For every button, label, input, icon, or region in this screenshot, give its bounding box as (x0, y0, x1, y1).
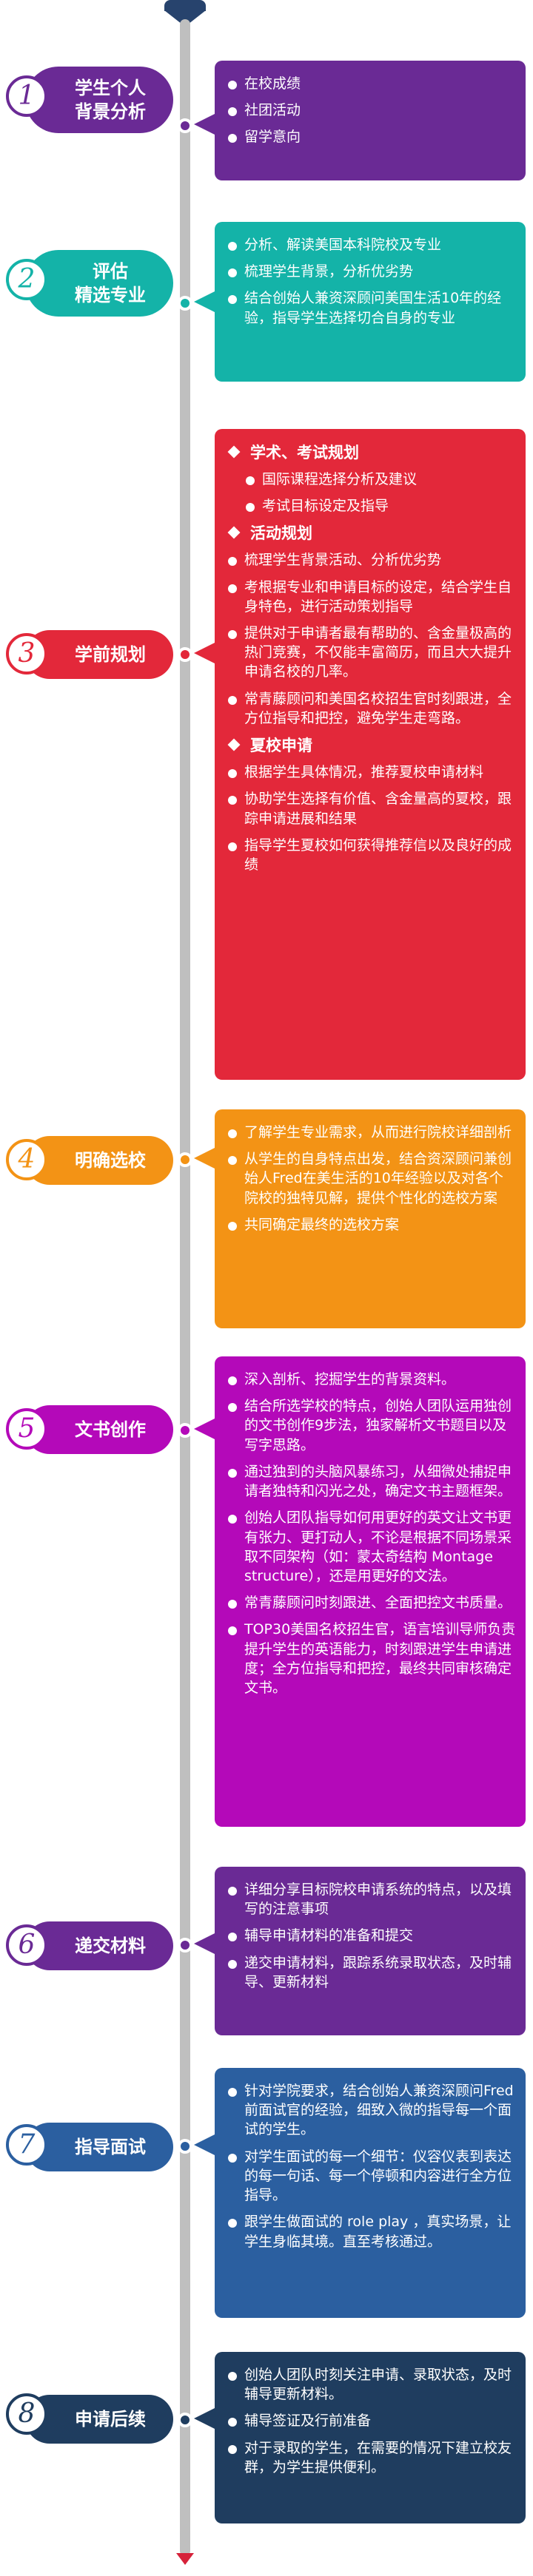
list-item: 辅导签证及行前准备 (225, 2411, 517, 2430)
card-pointer (194, 291, 215, 312)
step-content-card: 了解学生专业需求，从而进行院校详细剖析 从学生的自身特点出发，结合资深顾问兼创始… (215, 1109, 526, 1328)
step-title: 评估 精选专业 (25, 250, 173, 317)
list-item: 结合创始人兼资深顾问美国生活10年的经验，指导学生选择切合自身的专业 (225, 288, 517, 327)
list-item: 国际课程选择分析及建议 (225, 470, 517, 489)
card-pointer (194, 1933, 215, 1954)
step-number-badge: 7 (6, 2124, 47, 2166)
list-item: 辅导申请材料的准备和提交 (225, 1926, 517, 1945)
step-content-card: 深入剖析、挖掘学生的背景资料。 结合所选学校的特点，创始人团队运用独创的文书创作… (215, 1356, 526, 1827)
list-item: 从学生的自身特点出发，结合资深顾问兼创始人Fred在美生活的10年经验以及对各个… (225, 1149, 517, 1208)
diamond-icon (227, 445, 241, 459)
list-item: 协助学生选择有价值、含金量高的夏校，跟踪申请进展和结果 (225, 789, 517, 828)
diamond-icon (227, 738, 241, 751)
list-item: 详细分享目标院校申请系统的特点，以及填写的注意事项 (225, 1880, 517, 1919)
step-content-card: 针对学院要求，结合创始人兼资深顾问Fred前面试官的经验，细致入微的指导每一个面… (215, 2068, 526, 2318)
list-item: 通过独到的头脑风暴练习，从细微处捕捉申请者独特和闪光之处，确定文书主题框架。 (225, 1462, 517, 1501)
timeline-dot (178, 1938, 192, 1953)
list-item: 社团活动 (225, 101, 517, 120)
list-item: 梳理学生背景，分析优劣势 (225, 262, 517, 281)
list-item: 提供对于申请者最有帮助的、含金量极高的热门竞赛，不仅能丰富简历，而且大大提升申请… (225, 623, 517, 682)
card-pointer (194, 643, 215, 663)
step-number-badge: 2 (6, 259, 47, 300)
list-item: 对学生面试的每一个细节：仪容仪表到表达的每一句话、每一个停顿和内容进行全方位指导… (225, 2147, 517, 2205)
section-heading: 夏校申请 (225, 735, 517, 757)
list-item: 对于录取的学生，在需要的情况下建立校友群，为学生提供便利。 (225, 2438, 517, 2477)
list-item: 考试目标设定及指导 (225, 496, 517, 515)
diamond-icon (227, 526, 241, 539)
timeline-dot (178, 2413, 192, 2427)
list-item: 指导学生夏校如何获得推荐信以及良好的成绩 (225, 836, 517, 874)
timeline-dot (178, 1152, 192, 1167)
list-item: 递交申请材料，跟踪系统录取状态，及时辅导、更新材料 (225, 1953, 517, 1992)
section-heading: 学术、考试规划 (225, 442, 517, 464)
list-item: 创始人团队指导如何用更好的英文让文书更有张力、更打动人，不论是根据不同场景采取不… (225, 1508, 517, 1586)
step-title: 学前规划 (25, 630, 173, 679)
list-item: 梳理学生背景活动、分析优劣势 (225, 550, 517, 569)
step-title: 明确选校 (25, 1136, 173, 1185)
card-pointer (194, 1148, 215, 1169)
timeline-top-cap (164, 0, 206, 11)
card-pointer (194, 2408, 215, 2429)
timeline-dot (178, 1423, 192, 1438)
step-number-badge: 1 (6, 75, 47, 117)
timeline-top-arrow (164, 10, 206, 27)
list-item: 针对学院要求，结合创始人兼资深顾问Fred前面试官的经验，细致入微的指导每一个面… (225, 2081, 517, 2140)
step-number-badge: 8 (6, 2393, 47, 2435)
card-pointer (194, 2134, 215, 2155)
list-item: TOP30美国名校招生官，语言培训导师负责提升学生的英语能力，时刻跟进学生申请进… (225, 1620, 517, 1697)
step-content-card: 分析、解读美国本科院校及专业 梳理学生背景，分析优劣势 结合创始人兼资深顾问美国… (215, 222, 526, 382)
card-pointer (194, 114, 215, 135)
step-content-card: 详细分享目标院校申请系统的特点，以及填写的注意事项 辅导申请材料的准备和提交 递… (215, 1867, 526, 2035)
step-content-card: 创始人团队时刻关注申请、录取状态，及时辅导更新材料。 辅导签证及行前准备 对于录… (215, 2352, 526, 2523)
step-title: 递交材料 (25, 1921, 173, 1970)
list-item: 根据学生具体情况，推荐夏校申请材料 (225, 763, 517, 782)
step-content-card: 在校成绩 社团活动 留学意向 (215, 61, 526, 180)
step-title: 学生个人 背景分析 (25, 67, 173, 133)
list-item: 共同确定最终的选校方案 (225, 1215, 517, 1234)
timeline-line (180, 19, 190, 2556)
list-item: 创始人团队时刻关注申请、录取状态，及时辅导更新材料。 (225, 2365, 517, 2404)
list-item: 常青藤顾问时刻跟进、全面把控文书质量。 (225, 1593, 517, 1612)
timeline-dot (178, 647, 192, 662)
list-item: 结合所选学校的特点，创始人团队运用独创的文书创作9步法，独家解析文书题目以及写字… (225, 1396, 517, 1455)
list-item: 在校成绩 (225, 74, 517, 93)
timeline-bottom-arrow (176, 2553, 194, 2565)
step-number-badge: 5 (6, 1408, 47, 1450)
step-number-badge: 4 (6, 1139, 47, 1180)
list-item: 留学意向 (225, 127, 517, 146)
step-number-badge: 3 (6, 633, 47, 675)
list-item: 跟学生做面试的 role play ，真实场景，让学生身临其境。直至考核通过。 (225, 2212, 517, 2251)
step-title: 申请后续 (25, 2395, 173, 2444)
card-pointer (194, 1419, 215, 1439)
step-title: 文书创作 (25, 1405, 173, 1454)
list-item: 深入剖析、挖掘学生的背景资料。 (225, 1370, 517, 1389)
step-title: 指导面试 (25, 2123, 173, 2171)
section-heading: 活动规划 (225, 523, 517, 544)
timeline-dot (178, 296, 192, 311)
list-item: 了解学生专业需求，从而进行院校详细剖析 (225, 1123, 517, 1142)
list-item: 常青藤顾问和美国名校招生官时刻跟进，全方位指导和把控，避免学生走弯路。 (225, 689, 517, 728)
step-content-card: 学术、考试规划 国际课程选择分析及建议 考试目标设定及指导 活动规划 梳理学生背… (215, 429, 526, 1080)
list-item: 考根据专业和申请目标的设定，结合学生自身特色，进行活动策划指导 (225, 578, 517, 616)
step-number-badge: 6 (6, 1924, 47, 1966)
timeline-dot (178, 2139, 192, 2154)
timeline-dot (178, 118, 192, 133)
list-item: 分析、解读美国本科院校及专业 (225, 235, 517, 254)
